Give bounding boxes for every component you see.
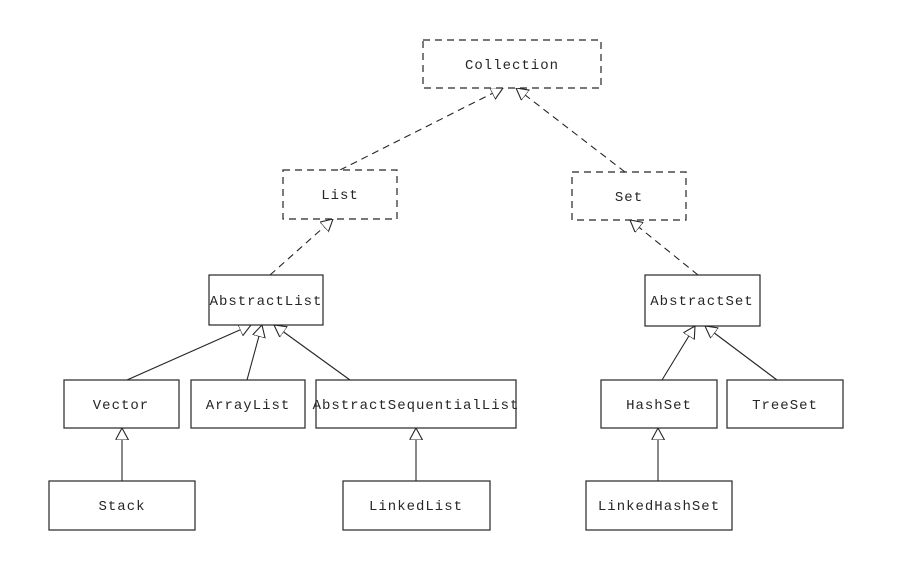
edge-abstractlist-to-list [269, 219, 333, 276]
node-collection: Collection [422, 39, 602, 89]
node-treeset: TreeSet [726, 379, 844, 429]
node-linkedhashset: LinkedHashSet [585, 480, 733, 531]
node-label: AbstractSet [650, 294, 753, 310]
node-abstractlist: AbstractList [208, 274, 324, 326]
edge-set-to-collection [516, 88, 626, 173]
node-label: LinkedList [369, 499, 463, 515]
edge-treeset-to-abstractset [705, 326, 778, 381]
node-label: AbstractSequentialList [313, 398, 520, 414]
node-box [48, 480, 196, 531]
node-box [63, 379, 180, 429]
node-box [585, 480, 733, 531]
node-arraylist: ArrayList [190, 379, 306, 429]
node-box [208, 274, 324, 326]
node-label: Vector [93, 398, 149, 414]
node-box [600, 379, 718, 429]
node-box [190, 379, 306, 429]
node-label: Collection [465, 58, 559, 74]
node-box [726, 379, 844, 429]
edges [122, 88, 778, 481]
edge-list-to-collection [339, 88, 503, 171]
edge-arraylist-to-abstractlist [246, 325, 262, 381]
node-hashset: HashSet [600, 379, 718, 429]
edge-abstractsequentiallist-to-abstractlist [274, 325, 351, 381]
node-label: LinkedHashSet [598, 499, 720, 515]
node-label: Stack [98, 499, 145, 515]
edge-vector-to-abstractlist [126, 325, 251, 381]
node-abstractsequentiallist: AbstractSequentialList [313, 379, 520, 429]
node-box [282, 169, 398, 220]
node-label: ArrayList [206, 398, 291, 414]
node-set: Set [571, 171, 687, 221]
node-list: List [282, 169, 398, 220]
edge-hashset-to-abstractset [661, 326, 695, 381]
node-box [422, 39, 602, 89]
node-label: Set [615, 190, 643, 206]
node-label: List [321, 188, 359, 204]
nodes: Collection List Set AbstractList Abstrac… [48, 39, 844, 531]
node-label: HashSet [626, 398, 692, 414]
node-stack: Stack [48, 480, 196, 531]
node-vector: Vector [63, 379, 180, 429]
node-box [571, 171, 687, 221]
node-label: AbstractList [210, 294, 323, 310]
node-box [644, 274, 761, 327]
node-box [342, 480, 491, 531]
node-abstractset: AbstractSet [644, 274, 761, 327]
node-linkedlist: LinkedList [342, 480, 491, 531]
edge-abstractset-to-set [630, 220, 699, 276]
node-box [315, 379, 517, 429]
node-label: TreeSet [752, 398, 818, 414]
